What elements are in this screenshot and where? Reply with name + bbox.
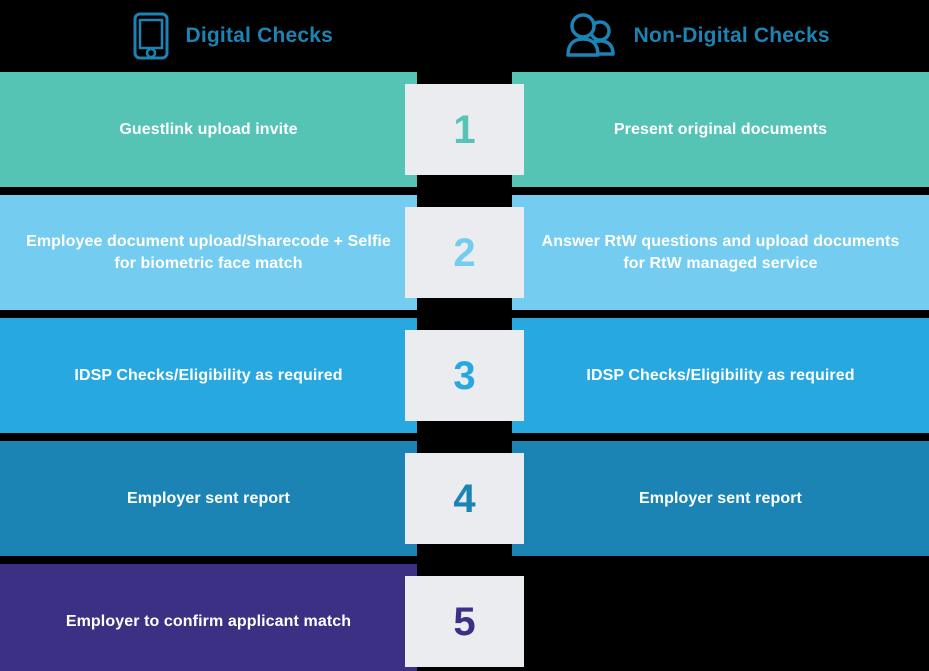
- process-row: IDSP Checks/Eligibility as required IDSP…: [0, 318, 929, 433]
- step-number-badge: 1: [405, 84, 524, 175]
- two-people-icon: [564, 12, 620, 60]
- step-number: 3: [453, 353, 476, 398]
- header-column-digital: Digital Checks: [0, 0, 465, 72]
- step-bar-right[interactable]: Answer RtW questions and upload document…: [512, 195, 929, 310]
- header-title-non-digital: Non-Digital Checks: [633, 24, 830, 47]
- step-bar-left[interactable]: Employer to confirm applicant match: [0, 564, 417, 671]
- process-row: Employee document upload/Sharecode + Sel…: [0, 195, 929, 310]
- step-number: 4: [453, 476, 476, 521]
- step-bar-left[interactable]: Guestlink upload invite: [0, 72, 417, 187]
- step-number: 1: [453, 107, 476, 152]
- step-label-right: Answer RtW questions and upload document…: [541, 232, 900, 272]
- step-label-left: Employer to confirm applicant match: [65, 612, 352, 630]
- process-row: Employer to confirm applicant match 5: [0, 564, 929, 671]
- step-label-left: Employee document upload/Sharecode + Sel…: [26, 232, 391, 272]
- step-label-left: Employer sent report: [127, 489, 290, 507]
- step-number-badge: 5: [405, 576, 524, 667]
- step-number-badge: 2: [405, 207, 524, 298]
- step-number: 5: [453, 599, 476, 644]
- header-title-digital: Digital Checks: [185, 24, 333, 47]
- step-label-right: IDSP Checks/Eligibility as required: [586, 366, 855, 384]
- header-column-non-digital: Non-Digital Checks: [465, 0, 929, 72]
- step-label-right: Employer sent report: [639, 489, 802, 507]
- step-number-badge: 4: [405, 453, 524, 544]
- step-bar-right[interactable]: IDSP Checks/Eligibility as required: [512, 318, 929, 433]
- step-bar-left[interactable]: IDSP Checks/Eligibility as required: [0, 318, 417, 433]
- step-bar-left[interactable]: Employee document upload/Sharecode + Sel…: [0, 195, 417, 310]
- step-label-left: Guestlink upload invite: [119, 120, 298, 138]
- step-label-right: Present original documents: [613, 120, 828, 138]
- step-bar-left[interactable]: Employer sent report: [0, 441, 417, 556]
- mobile-phone-icon: [131, 11, 171, 61]
- process-row: Employer sent report Employer sent repor…: [0, 441, 929, 556]
- step-number: 2: [453, 230, 476, 275]
- process-row: Guestlink upload invite Present original…: [0, 72, 929, 187]
- step-bar-right[interactable]: Present original documents: [512, 72, 929, 187]
- step-bar-right[interactable]: Employer sent report: [512, 441, 929, 556]
- step-label-left: IDSP Checks/Eligibility as required: [74, 366, 343, 384]
- diagram-header: Digital Checks Non-Digital Checks: [0, 0, 929, 72]
- step-number-badge: 3: [405, 330, 524, 421]
